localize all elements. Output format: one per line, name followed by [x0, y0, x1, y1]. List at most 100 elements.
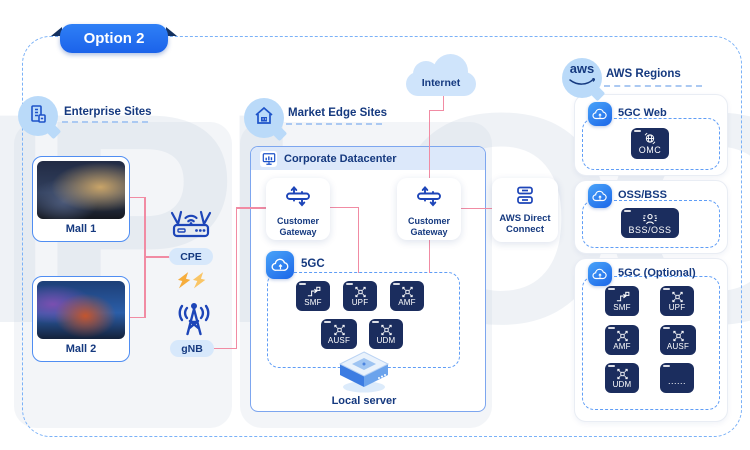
chip-brand-mark [299, 283, 306, 285]
mall1-label: Mall 1 [65, 223, 97, 235]
outer-dashed-border [22, 36, 742, 437]
local-server-icon [336, 348, 392, 399]
banner-ribbon-fold-left [51, 27, 62, 36]
market-edge-bubble [244, 98, 284, 138]
connector-gateway2-to-5gc [428, 240, 430, 273]
chip-label: UPF [668, 303, 686, 312]
enterprise-title-underline [62, 121, 148, 123]
chip-omc: OMC [631, 128, 669, 159]
chip-label: OMC [638, 145, 662, 155]
5gc-cloud-icon [266, 251, 294, 279]
chip-brand-mark [608, 288, 615, 290]
market-edge-title-underline [286, 123, 382, 125]
opt-chip-smf: SMF [605, 286, 639, 316]
opt-chip-upf: UPF [660, 286, 694, 316]
opt-chip-more: ...... [660, 363, 694, 393]
5gc-web-dashed-box [582, 118, 720, 170]
connector-gnb-to-gateway1 [237, 207, 267, 209]
connector-gnb-h1 [214, 347, 237, 349]
internet-label: Internet [421, 77, 461, 89]
cpe-pill: CPE [169, 248, 213, 265]
nf-chip-ausf: AUSF [321, 319, 357, 349]
smf-icon [306, 285, 321, 298]
chip-brand-mark [624, 210, 631, 212]
aws-direct-connect-box: AWS Direct Connect [492, 178, 558, 242]
mall1-photo [37, 161, 125, 219]
opt-chip-udm: UDM [605, 363, 639, 393]
amf-icon [400, 285, 415, 298]
opt-chip-amf: AMF [605, 325, 639, 355]
udm-icon [615, 367, 630, 380]
chip-brand-mark [663, 365, 670, 367]
chip-brand-mark [634, 130, 641, 132]
chip-label: AUSF [327, 336, 351, 345]
aws-logo: aws [569, 62, 596, 92]
connector-gateway1-to-5gc [357, 206, 359, 273]
connector-internet-v1 [442, 95, 444, 111]
chip-brand-mark [608, 327, 615, 329]
chip-label: AUSF [666, 342, 690, 351]
oss-bss-dashed-box [582, 200, 720, 248]
smf-icon [615, 290, 630, 303]
oss-bss-cloud-icon [588, 184, 612, 208]
house-icon [253, 105, 275, 132]
connector-gateway1-h [330, 206, 359, 208]
aws-bubble: aws [562, 58, 602, 98]
aws-title-underline [604, 85, 702, 87]
connector-mall1 [130, 196, 145, 198]
chip-label: AMF [613, 342, 631, 351]
chip-brand-mark [346, 283, 353, 285]
connector-internet-h [428, 109, 444, 111]
connector-mall2 [130, 316, 145, 318]
chip-label: SMF [304, 298, 322, 307]
chip-brand-mark [608, 365, 615, 367]
chip-brand-mark [372, 321, 379, 323]
chip-label: AMF [398, 298, 416, 307]
customer-gateway-2-label: Customer Gateway [407, 216, 450, 237]
market-edge-title: Market Edge Sites [288, 107, 388, 119]
mall2-photo [37, 281, 125, 339]
chip-brand-mark [393, 283, 400, 285]
udm-icon [379, 323, 394, 336]
nf-chip-smf: SMF [296, 281, 330, 311]
oss-bss-label: OSS/BSS [618, 189, 667, 201]
nf-chip-upf: UPF [343, 281, 377, 311]
customer-gateway-1: Customer Gateway [266, 178, 330, 240]
mall1-card: Mall 1 [32, 156, 130, 242]
omc-globe-icon [643, 132, 657, 145]
datacenter-title: Corporate Datacenter [284, 152, 397, 165]
nf-chip-udm: UDM [369, 319, 403, 349]
upf-icon [353, 285, 368, 298]
local-server-label: Local server [331, 395, 397, 407]
connector-cpe [144, 256, 170, 258]
bss-person-icon [641, 212, 659, 225]
datacenter-header: Corporate Datacenter [251, 147, 485, 170]
enterprise-building-icon [27, 103, 49, 130]
amf-icon [615, 329, 630, 342]
direct-connect-label: AWS Direct Connect [499, 213, 551, 235]
ausf-icon [671, 329, 686, 342]
connector-gnb-vertical [235, 207, 237, 349]
chip-brand-mark [324, 321, 331, 323]
monitor-chart-icon [260, 150, 277, 167]
mall2-label: Mall 2 [65, 343, 97, 355]
direct-connect-icon [512, 185, 538, 212]
5gc-optional-label: 5GC (Optional) [618, 267, 696, 279]
customer-gateway-2: Customer Gateway [397, 178, 461, 240]
chip-label: SMF [613, 303, 631, 312]
chip-brand-mark [663, 327, 670, 329]
5gc-optional-cloud-icon [588, 262, 612, 286]
opt-chip-ausf: AUSF [660, 325, 696, 355]
5gc-label: 5GC [301, 258, 325, 270]
5gc-web-label: 5GC Web [618, 107, 667, 119]
chip-label: UPF [351, 298, 369, 307]
internet-cloud: Internet [406, 54, 476, 96]
chip-brand-mark [663, 288, 670, 290]
ausf-icon [332, 323, 347, 336]
mall2-card: Mall 2 [32, 276, 130, 362]
nf-chip-amf: AMF [390, 281, 424, 311]
aws-regions-title: AWS Regions [606, 68, 681, 80]
enterprise-sites-title: Enterprise Sites [64, 106, 152, 118]
5gc-web-cloud-icon [588, 102, 612, 126]
